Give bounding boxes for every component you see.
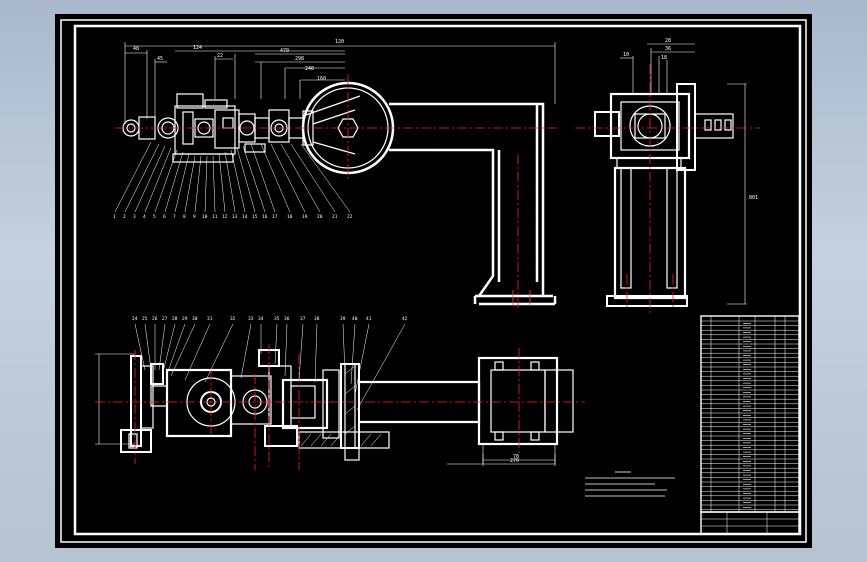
technical-notes	[585, 471, 675, 497]
dim-label: 270	[510, 458, 519, 464]
callout-10: 10	[202, 214, 208, 220]
callout-25: 25	[142, 316, 148, 322]
callout-26: 26	[152, 316, 158, 322]
dim-label: 298	[295, 56, 304, 62]
callout-19: 19	[302, 214, 308, 220]
inner-border	[73, 24, 802, 536]
plan-hatching	[300, 365, 382, 447]
callout-14: 14	[242, 214, 248, 220]
callout-35: 35	[274, 316, 280, 322]
callout-1: 1	[113, 214, 116, 220]
parts-list-table	[700, 315, 800, 535]
callout-27: 27	[162, 316, 168, 322]
top-dimensions	[124, 42, 556, 124]
callout-42: 42	[402, 316, 408, 322]
side-centerlines	[575, 64, 760, 314]
callout-15: 15	[252, 214, 258, 220]
callout-31: 31	[207, 316, 213, 322]
top-centerlines	[115, 74, 560, 309]
plan-view: 70 270	[95, 349, 574, 466]
callout-33: 33	[248, 316, 254, 322]
dim-label: 124	[193, 45, 202, 51]
callout-29: 29	[182, 316, 188, 322]
callout-5: 5	[153, 214, 156, 220]
cad-drawing: 120 48 45 124 22 470 298 248 160	[60, 19, 807, 543]
bottom-leaders	[134, 323, 406, 411]
plan-centerlines	[95, 344, 585, 470]
dim-label: 120	[335, 39, 344, 45]
column-frame	[389, 102, 557, 306]
dim-label: 48	[133, 46, 139, 52]
dim-label: 470	[280, 48, 289, 54]
dim-label: 18	[661, 55, 667, 61]
side-elevation: 28 36 10 18 801	[594, 38, 758, 307]
callout-39: 39	[340, 316, 346, 322]
callout-12: 12	[222, 214, 228, 220]
dim-label: 22	[217, 53, 223, 59]
callout-3: 3	[133, 214, 136, 220]
dim-label: 801	[749, 195, 758, 201]
callout-21: 21	[332, 214, 338, 220]
dim-label: 45	[157, 56, 163, 62]
callout-20: 20	[317, 214, 323, 220]
outer-border	[60, 19, 807, 543]
callout-11: 11	[212, 214, 218, 220]
dim-label: 36	[665, 46, 671, 52]
top-callouts: 1 2 3 4 5 6 7 8 9 10 11 12 13 14 15 16 1…	[113, 214, 353, 220]
front-elevation: 120 48 45 124 22 470 298 248 160	[122, 39, 557, 306]
callout-38: 38	[314, 316, 320, 322]
callout-22: 22	[347, 214, 353, 220]
callout-6: 6	[163, 214, 166, 220]
dim-label: 10	[623, 52, 629, 58]
callout-16: 16	[262, 214, 268, 220]
callout-34: 34	[258, 316, 264, 322]
callout-28: 28	[172, 316, 178, 322]
callout-8: 8	[183, 214, 186, 220]
bottom-callouts: 24 25 26 27 28 29 30 31 32 33 34 35 36 3…	[132, 316, 408, 322]
callout-32: 32	[230, 316, 236, 322]
callout-40: 40	[352, 316, 358, 322]
callout-9: 9	[193, 214, 196, 220]
parts-list-marks	[743, 322, 751, 513]
callout-17: 17	[272, 214, 278, 220]
column-hidden-lines	[512, 290, 531, 306]
callout-13: 13	[232, 214, 238, 220]
callout-4: 4	[143, 214, 146, 220]
dim-label: 160	[317, 76, 326, 82]
callout-24: 24	[132, 316, 138, 322]
callout-37: 37	[300, 316, 306, 322]
dim-label: 28	[665, 38, 671, 44]
callout-18: 18	[287, 214, 293, 220]
dim-label: 248	[305, 66, 314, 72]
dim-label: 70	[513, 454, 519, 460]
top-leaders	[114, 141, 351, 213]
callout-36: 36	[284, 316, 290, 322]
drawing-sheet: 120 48 45 124 22 470 298 248 160	[55, 14, 812, 548]
callout-2: 2	[123, 214, 126, 220]
callout-41: 41	[366, 316, 372, 322]
callout-7: 7	[173, 214, 176, 220]
callout-30: 30	[192, 316, 198, 322]
